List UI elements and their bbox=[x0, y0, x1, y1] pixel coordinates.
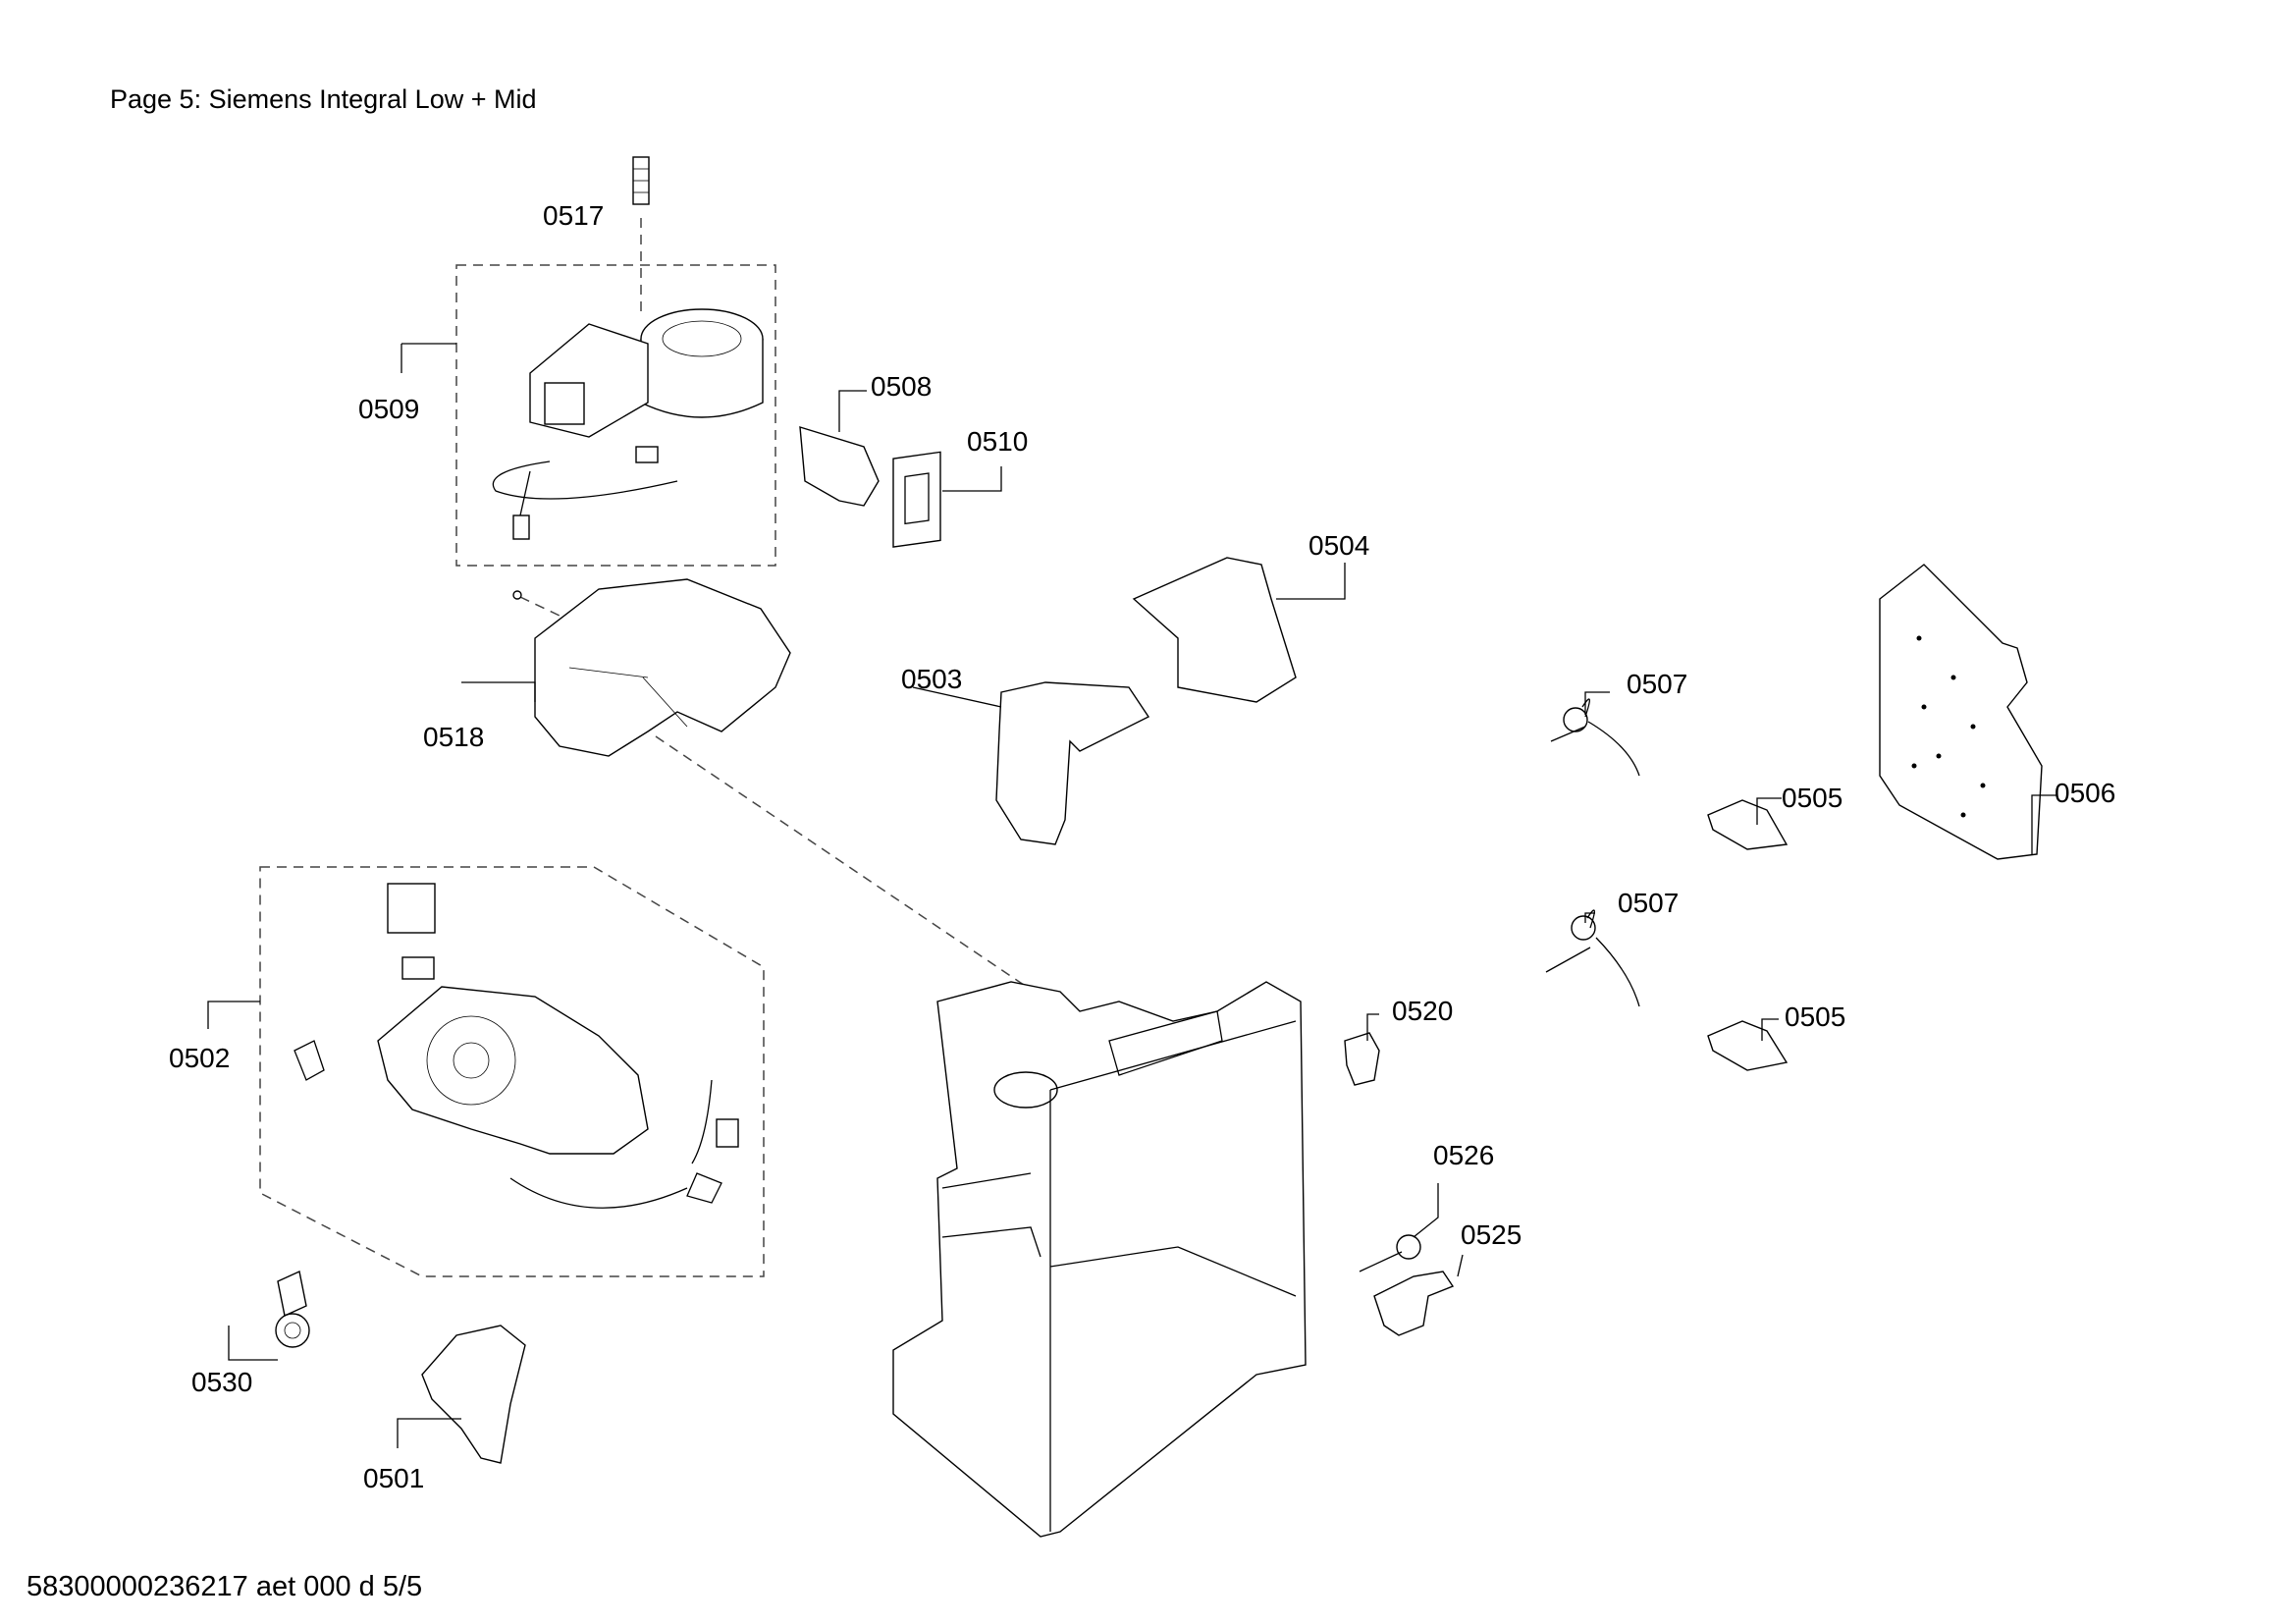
part-0504-duct bbox=[1132, 557, 1297, 703]
assembly-line-main bbox=[655, 735, 1086, 1027]
part-0526-spring bbox=[1359, 1234, 1421, 1272]
part-0518-housing bbox=[534, 578, 791, 757]
part-0530-knob bbox=[275, 1270, 310, 1348]
group-box-0509 bbox=[455, 264, 776, 567]
part-0507-spring-bottom bbox=[1545, 909, 1640, 1007]
group-box-0502 bbox=[259, 866, 765, 1277]
part-0505-sensor-bottom bbox=[1707, 1020, 1789, 1071]
label-0505-bottom: 0505 bbox=[1785, 1001, 1846, 1032]
part-0510-frame bbox=[892, 451, 941, 548]
part-0508-chute bbox=[799, 426, 880, 507]
label-0505-top: 0505 bbox=[1782, 783, 1843, 813]
label-0509: 0509 bbox=[358, 394, 420, 424]
label-0503: 0503 bbox=[901, 664, 963, 694]
label-0502: 0502 bbox=[169, 1043, 231, 1073]
label-0530: 0530 bbox=[191, 1367, 253, 1397]
part-0506-board bbox=[1879, 564, 2043, 860]
label-0518: 0518 bbox=[423, 722, 485, 752]
part-0502-brew-unit bbox=[294, 883, 739, 1209]
part-0507-spring-top bbox=[1550, 698, 1640, 777]
part-0518-screw bbox=[512, 590, 522, 600]
page-title: Page 5: Siemens Integral Low + Mid bbox=[110, 84, 537, 114]
document-code: 58300000236217 aet 000 d 5/5 bbox=[27, 1571, 423, 1602]
part-0501-holder bbox=[421, 1325, 526, 1464]
part-0509-grinder bbox=[492, 308, 764, 540]
label-0510: 0510 bbox=[967, 426, 1029, 457]
label-0506: 0506 bbox=[2055, 778, 2116, 808]
part-main-frame bbox=[892, 981, 1307, 1538]
label-0517: 0517 bbox=[543, 200, 605, 231]
part-0505-sensor-top bbox=[1707, 799, 1789, 850]
label-0520: 0520 bbox=[1392, 996, 1454, 1026]
part-0525-lever bbox=[1373, 1271, 1455, 1336]
part-0520-clip bbox=[1344, 1032, 1380, 1086]
label-0525: 0525 bbox=[1461, 1219, 1522, 1250]
label-0507-top: 0507 bbox=[1627, 669, 1688, 699]
label-0507-bottom: 0507 bbox=[1618, 888, 1680, 918]
part-0517-bolt bbox=[632, 156, 650, 205]
part-0503-duct bbox=[995, 681, 1150, 845]
leader-lines bbox=[207, 343, 2056, 1448]
label-0526: 0526 bbox=[1433, 1140, 1495, 1170]
label-0501: 0501 bbox=[363, 1463, 425, 1493]
label-0508: 0508 bbox=[871, 371, 933, 402]
label-0504: 0504 bbox=[1308, 530, 1370, 561]
